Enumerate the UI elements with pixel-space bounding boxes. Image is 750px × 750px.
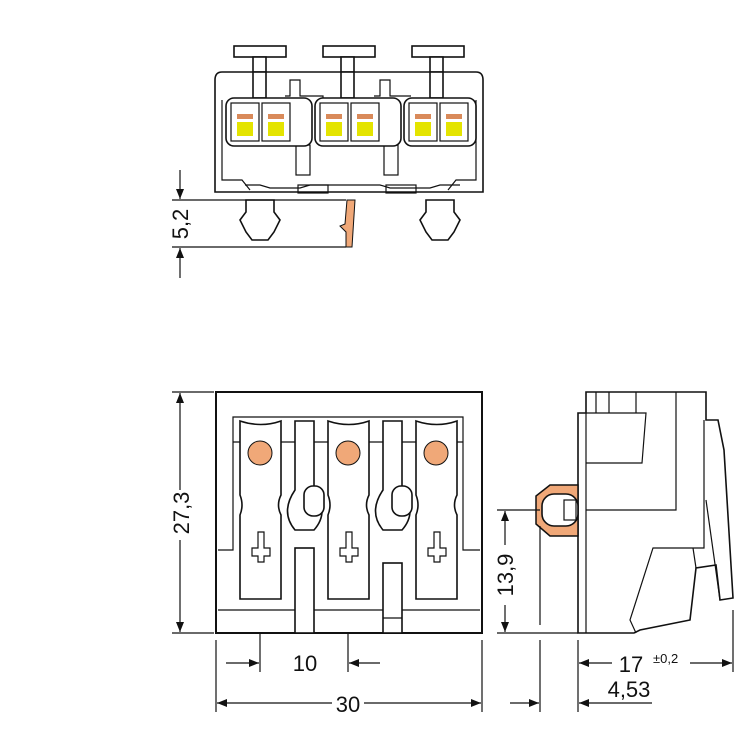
front-view: 27,3 10 30 — [169, 391, 483, 717]
snap-latch-right — [419, 199, 461, 241]
dimension-30: 30 — [215, 640, 483, 717]
dim-label-30: 30 — [336, 692, 360, 717]
dimension-5-2: 5,2 — [168, 170, 346, 278]
dim-label-13-9: 13,9 — [493, 554, 518, 597]
dimension-27-3: 27,3 — [169, 391, 214, 634]
conductor-entry-arrows — [251, 531, 447, 563]
locking-posts — [286, 420, 413, 634]
front-housing — [215, 391, 483, 634]
contact-slots — [239, 419, 458, 600]
solder-pin — [339, 199, 356, 248]
dim-tolerance-label: ±0,2 — [653, 651, 678, 666]
side-housing — [577, 391, 734, 634]
snap-latch-left — [239, 199, 281, 241]
dimension-17: 17 ±0,2 — [577, 610, 734, 712]
dim-label-17: 17 — [619, 652, 643, 677]
dim-label-10: 10 — [293, 651, 317, 676]
dim-label-5-2: 5,2 — [168, 209, 193, 240]
dimension-10: 10 — [226, 633, 380, 676]
side-view: 13,9 17 ±0,2 4,53 — [493, 391, 734, 712]
release-openings — [225, 97, 477, 147]
test-contact-points — [247, 440, 449, 466]
dim-label-4-53: 4,53 — [608, 677, 651, 702]
dim-label-27-3: 27,3 — [169, 492, 194, 535]
dimension-4-53: 4,53 — [510, 640, 652, 712]
top-view: 5,2 — [168, 45, 484, 278]
dimension-13-9: 13,9 — [493, 509, 578, 634]
